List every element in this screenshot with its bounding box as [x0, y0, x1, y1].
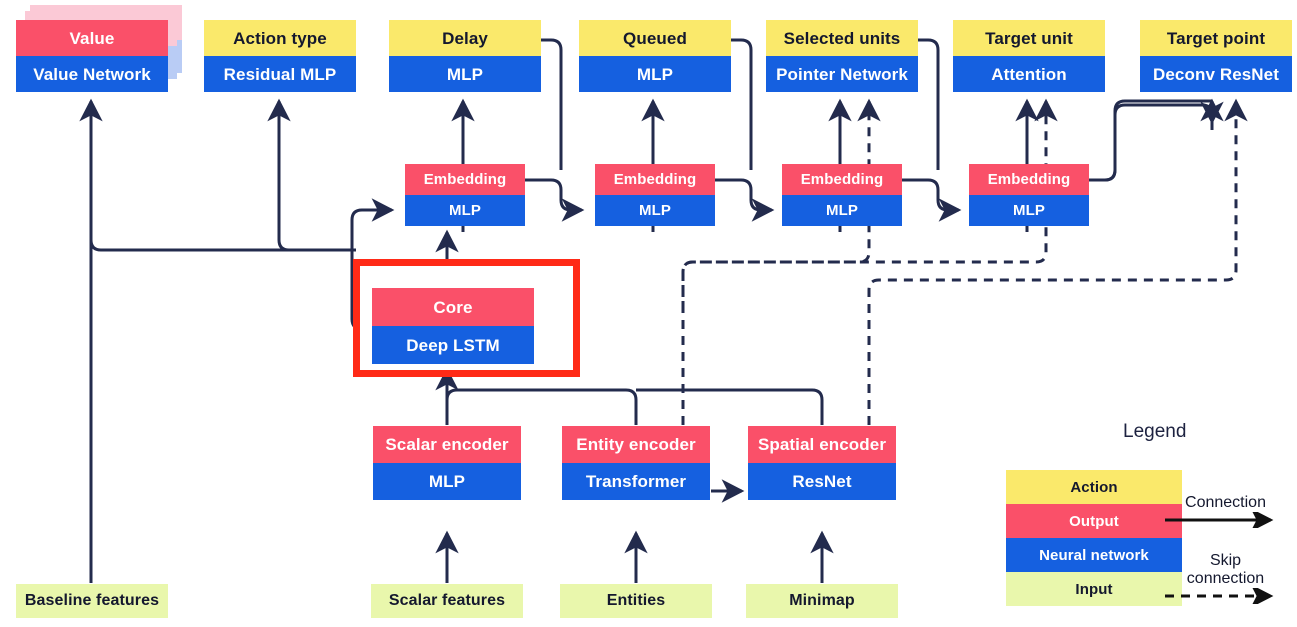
- embedding-3-network-label: MLP: [782, 195, 902, 226]
- legend-title: Legend: [1123, 421, 1187, 442]
- input-scalar-features[interactable]: Scalar features: [371, 584, 523, 618]
- embedding-1[interactable]: Embedding MLP: [405, 164, 525, 226]
- core-node[interactable]: Core Deep LSTM: [372, 288, 534, 364]
- embedding-3[interactable]: Embedding MLP: [782, 164, 902, 226]
- head-selected-units-action-label: Selected units: [766, 20, 918, 56]
- head-value[interactable]: Value Value Network: [16, 20, 168, 92]
- head-target-point[interactable]: Target point Deconv ResNet: [1140, 20, 1292, 92]
- input-scalar-features-label: Scalar features: [371, 584, 523, 618]
- head-target-point-action-label: Target point: [1140, 20, 1292, 56]
- encoder-spatial[interactable]: Spatial encoder ResNet: [748, 426, 896, 500]
- input-minimap-label: Minimap: [746, 584, 898, 618]
- embedding-4-network-label: MLP: [969, 195, 1089, 226]
- input-entities[interactable]: Entities: [560, 584, 712, 618]
- head-value-network-label: Value Network: [16, 56, 168, 92]
- embedding-1-output-label: Embedding: [405, 164, 525, 195]
- encoder-scalar-output-label: Scalar encoder: [373, 426, 521, 463]
- input-entities-label: Entities: [560, 584, 712, 618]
- head-action-type-network-label: Residual MLP: [204, 56, 356, 92]
- legend-skip-connection-group: Skip connection: [1163, 552, 1288, 609]
- legend-connection-label: Connection: [1185, 494, 1266, 511]
- input-minimap[interactable]: Minimap: [746, 584, 898, 618]
- encoder-entity[interactable]: Entity encoder Transformer: [562, 426, 710, 500]
- head-delay-action-label: Delay: [389, 20, 541, 56]
- head-selected-units-network-label: Pointer Network: [766, 56, 918, 92]
- head-queued-action-label: Queued: [579, 20, 731, 56]
- head-delay-network-label: MLP: [389, 56, 541, 92]
- legend-swatch-neural-network: Neural network: [1006, 538, 1182, 572]
- legend-connection-arrow-icon: [1165, 508, 1274, 532]
- head-action-type[interactable]: Action type Residual MLP: [204, 20, 356, 92]
- head-delay[interactable]: Delay MLP: [389, 20, 541, 92]
- head-queued-network-label: MLP: [579, 56, 731, 92]
- head-value-action-label: Value: [16, 20, 168, 56]
- embedding-2-network-label: MLP: [595, 195, 715, 226]
- encoder-spatial-output-label: Spatial encoder: [748, 426, 896, 463]
- head-queued[interactable]: Queued MLP: [579, 20, 731, 92]
- embedding-3-output-label: Embedding: [782, 164, 902, 195]
- head-target-unit-network-label: Attention: [953, 56, 1105, 92]
- embedding-4[interactable]: Embedding MLP: [969, 164, 1089, 226]
- legend-skip-connection-arrow-icon: [1165, 584, 1274, 608]
- head-target-unit[interactable]: Target unit Attention: [953, 20, 1105, 92]
- encoder-entity-output-label: Entity encoder: [562, 426, 710, 463]
- input-baseline-features[interactable]: Baseline features: [16, 584, 168, 618]
- encoder-entity-network-label: Transformer: [562, 463, 710, 500]
- legend-swatch-stack: Action Output Neural network Input: [1006, 470, 1182, 606]
- legend-skip-connection-label-line1: Skip: [1209, 552, 1242, 569]
- legend-swatch-input: Input: [1006, 572, 1182, 606]
- legend-connection-group: Connection: [1163, 494, 1288, 533]
- head-target-point-network-label: Deconv ResNet: [1140, 56, 1292, 92]
- embedding-2[interactable]: Embedding MLP: [595, 164, 715, 226]
- head-action-type-action-label: Action type: [204, 20, 356, 56]
- core-output-label: Core: [372, 288, 534, 326]
- encoder-spatial-network-label: ResNet: [748, 463, 896, 500]
- embedding-1-network-label: MLP: [405, 195, 525, 226]
- input-baseline-features-label: Baseline features: [16, 584, 168, 618]
- encoder-scalar-network-label: MLP: [373, 463, 521, 500]
- head-selected-units[interactable]: Selected units Pointer Network: [766, 20, 918, 92]
- head-target-unit-action-label: Target unit: [953, 20, 1105, 56]
- core-network-label: Deep LSTM: [372, 326, 534, 364]
- embedding-2-output-label: Embedding: [595, 164, 715, 195]
- legend-swatch-output: Output: [1006, 504, 1182, 538]
- legend-swatch-action: Action: [1006, 470, 1182, 504]
- encoder-scalar[interactable]: Scalar encoder MLP: [373, 426, 521, 500]
- legend-skip-connection-label-line2: connection: [1186, 569, 1265, 587]
- embedding-4-output-label: Embedding: [969, 164, 1089, 195]
